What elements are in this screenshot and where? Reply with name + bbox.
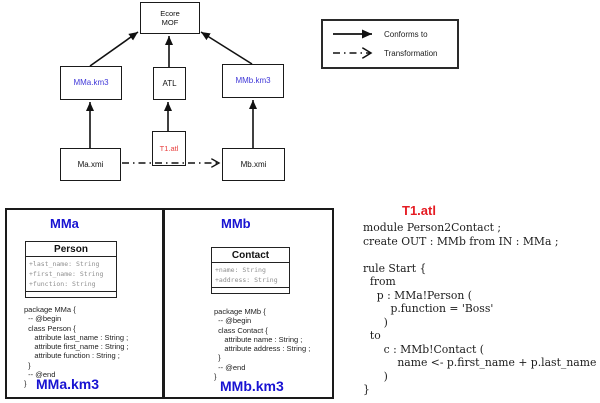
legend-box: Conforms to Transformation [321,19,459,69]
legend-row-transformation: Transformation [323,47,457,59]
mma-km3-file-label: MMa.km3 [36,376,100,392]
arrow-mma-km3-to-ecore [89,31,139,67]
node-atl: ATL [153,67,186,100]
legend-row-conforms-to: Conforms to [323,29,457,39]
atl-file-title: T1.atl [402,203,436,218]
conforms-to-arrow-icon [333,29,372,39]
person-attr-function: +function: String [29,280,96,288]
node-mmb-km3-label: MMb.km3 [235,76,271,85]
legend-transformation-label: Transformation [384,48,438,58]
node-mma-km3-label: MMa.km3 [73,78,109,87]
node-atl-label: ATL [162,78,177,88]
mmb-panel-title: MMb [221,216,251,231]
mma-km3-code: package MMa { -- @begin class Person { a… [24,305,129,389]
contact-class-attributes: +name: String +address: String [212,263,289,288]
node-ma-xmi-label: Ma.xmi [77,159,104,169]
arrow-mmb-km3-to-ecore [200,31,253,65]
panel-divider [162,210,165,397]
person-attr-first-name: +first_name: String [29,270,104,278]
node-mma-km3: MMa.km3 [60,66,122,100]
contact-attr-name: +name: String [215,266,266,274]
mmb-km3-file-label: MMb.km3 [220,378,284,394]
contact-class-name: Contact [212,248,289,263]
person-class-methods-empty [26,292,116,297]
node-ma-xmi: Ma.xmi [60,148,121,181]
mmb-km3-code: package MMb { -- @begin class Contact { … [214,307,311,382]
person-class-box: Person +last_name: String +first_name: S… [25,241,117,298]
node-t1-atl: T1.atl [152,131,186,166]
node-mb-xmi: Mb.xmi [222,148,285,181]
contact-attr-address: +address: String [215,276,278,284]
contact-class-box: Contact +name: String +address: String [211,247,290,294]
person-class-attributes: +last_name: String +first_name: String +… [26,257,116,292]
person-class-name: Person [26,242,116,257]
person-attr-last-name: +last_name: String [29,260,100,268]
mma-panel-title: MMa [50,216,79,231]
node-t1-atl-label: T1.atl [159,143,179,153]
node-mb-xmi-label: Mb.xmi [240,159,267,169]
metamodel-panel: MMa Person +last_name: String +first_nam… [5,208,334,399]
contact-class-methods-empty [212,288,289,293]
transformation-arrow-icon [333,47,374,59]
node-mmb-km3: MMb.km3 [222,64,284,98]
legend-conforms-to-label: Conforms to [384,29,428,39]
atl-transformation-code: module Person2Contact ; create OUT : MMb… [363,221,597,396]
